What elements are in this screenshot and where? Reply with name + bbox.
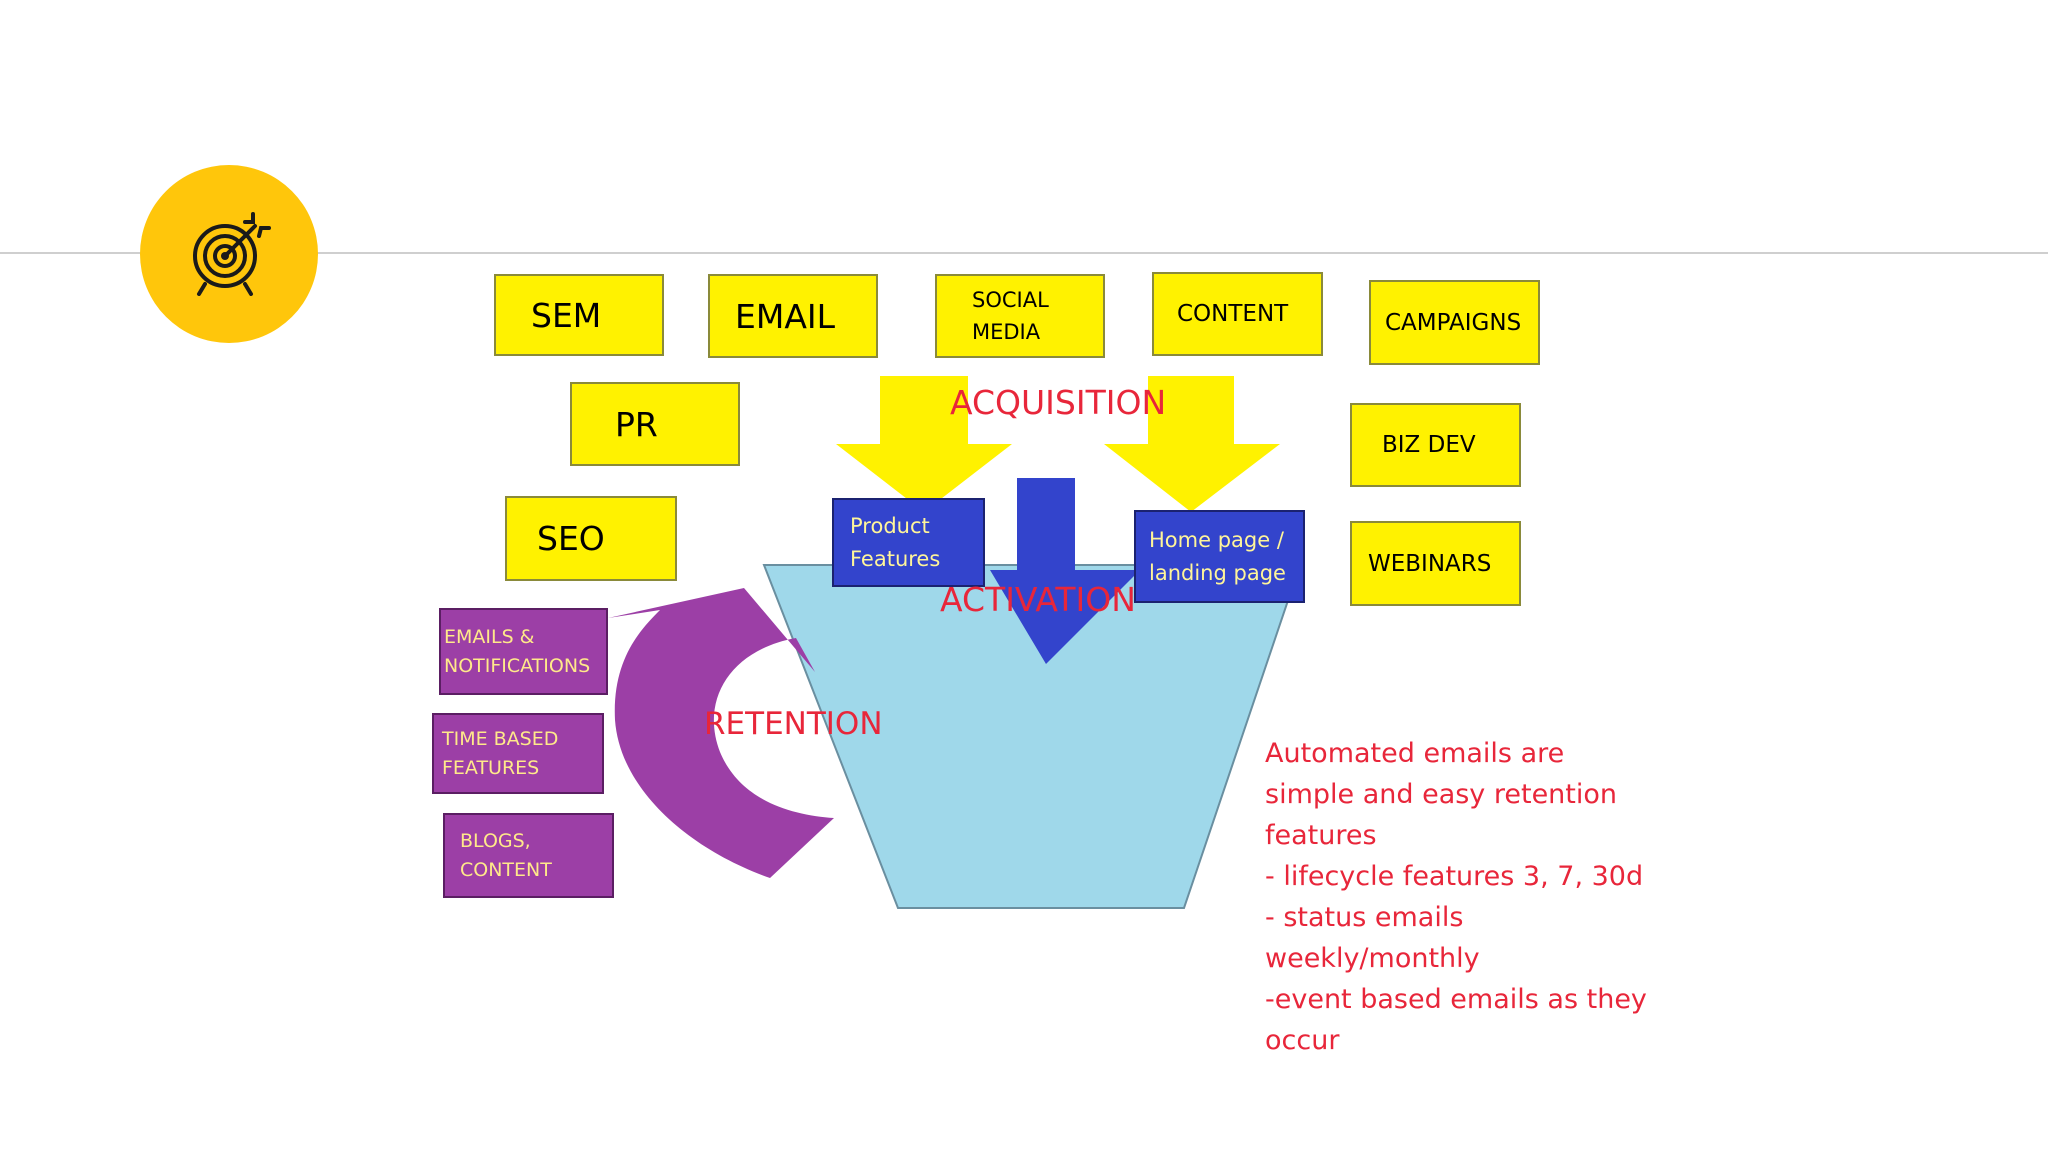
channel-social-media: SOCIAL MEDIA bbox=[935, 274, 1105, 358]
retention-emails-notifications: EMAILS & NOTIFICATIONS bbox=[439, 608, 608, 695]
channel-email: EMAIL bbox=[708, 274, 878, 358]
channel-content-label: CONTENT bbox=[1177, 301, 1289, 327]
home-page-label: Home page / landing page bbox=[1149, 527, 1286, 585]
channel-sem: SEM bbox=[494, 274, 664, 356]
emails-notifications-label: EMAILS & NOTIFICATIONS bbox=[444, 625, 591, 677]
product-features-label: Product Features bbox=[850, 513, 941, 571]
retention-arrow bbox=[608, 588, 834, 878]
retention-time-based: TIME BASED FEATURES bbox=[432, 713, 604, 794]
channel-social-media-label: SOCIAL MEDIA bbox=[972, 288, 1049, 344]
channel-biz-dev: BIZ DEV bbox=[1350, 403, 1521, 487]
blogs-content-label: BLOGS, CONTENT bbox=[460, 829, 552, 881]
activation-home-page: Home page / landing page bbox=[1134, 510, 1305, 603]
time-based-label: TIME BASED FEATURES bbox=[442, 727, 559, 779]
activation-arrow bbox=[990, 478, 1140, 664]
target-arrow-icon bbox=[193, 212, 271, 296]
stage-label-activation: ACTIVATION bbox=[940, 580, 1136, 619]
channel-biz-dev-label: BIZ DEV bbox=[1382, 432, 1476, 458]
activation-product-features: Product Features bbox=[832, 498, 985, 587]
channel-pr: PR bbox=[570, 382, 740, 466]
stage-label-retention: RETENTION bbox=[704, 706, 883, 742]
channel-seo-label: SEO bbox=[537, 519, 605, 558]
acquisition-arrow-right bbox=[1104, 376, 1280, 512]
retention-blogs-content: BLOGS, CONTENT bbox=[443, 813, 614, 898]
channel-email-label: EMAIL bbox=[735, 296, 836, 336]
acquisition-arrow-left bbox=[836, 376, 1012, 512]
channel-webinars: WEBINARS bbox=[1350, 521, 1521, 606]
channel-content: CONTENT bbox=[1152, 272, 1323, 356]
channel-campaigns: CAMPAIGNS bbox=[1369, 280, 1540, 365]
channel-campaigns-label: CAMPAIGNS bbox=[1385, 309, 1522, 336]
channel-sem-label: SEM bbox=[531, 295, 602, 335]
slide-badge bbox=[140, 165, 318, 343]
funnel-shape bbox=[762, 564, 1302, 909]
header-divider bbox=[0, 252, 2048, 254]
retention-note: Automated emails are simple and easy ret… bbox=[1265, 738, 1647, 1056]
channel-seo: SEO bbox=[505, 496, 677, 581]
channel-pr-label: PR bbox=[615, 404, 658, 444]
channel-webinars-label: WEBINARS bbox=[1368, 550, 1492, 577]
stage-label-acquisition: ACQUISITION bbox=[950, 383, 1167, 422]
